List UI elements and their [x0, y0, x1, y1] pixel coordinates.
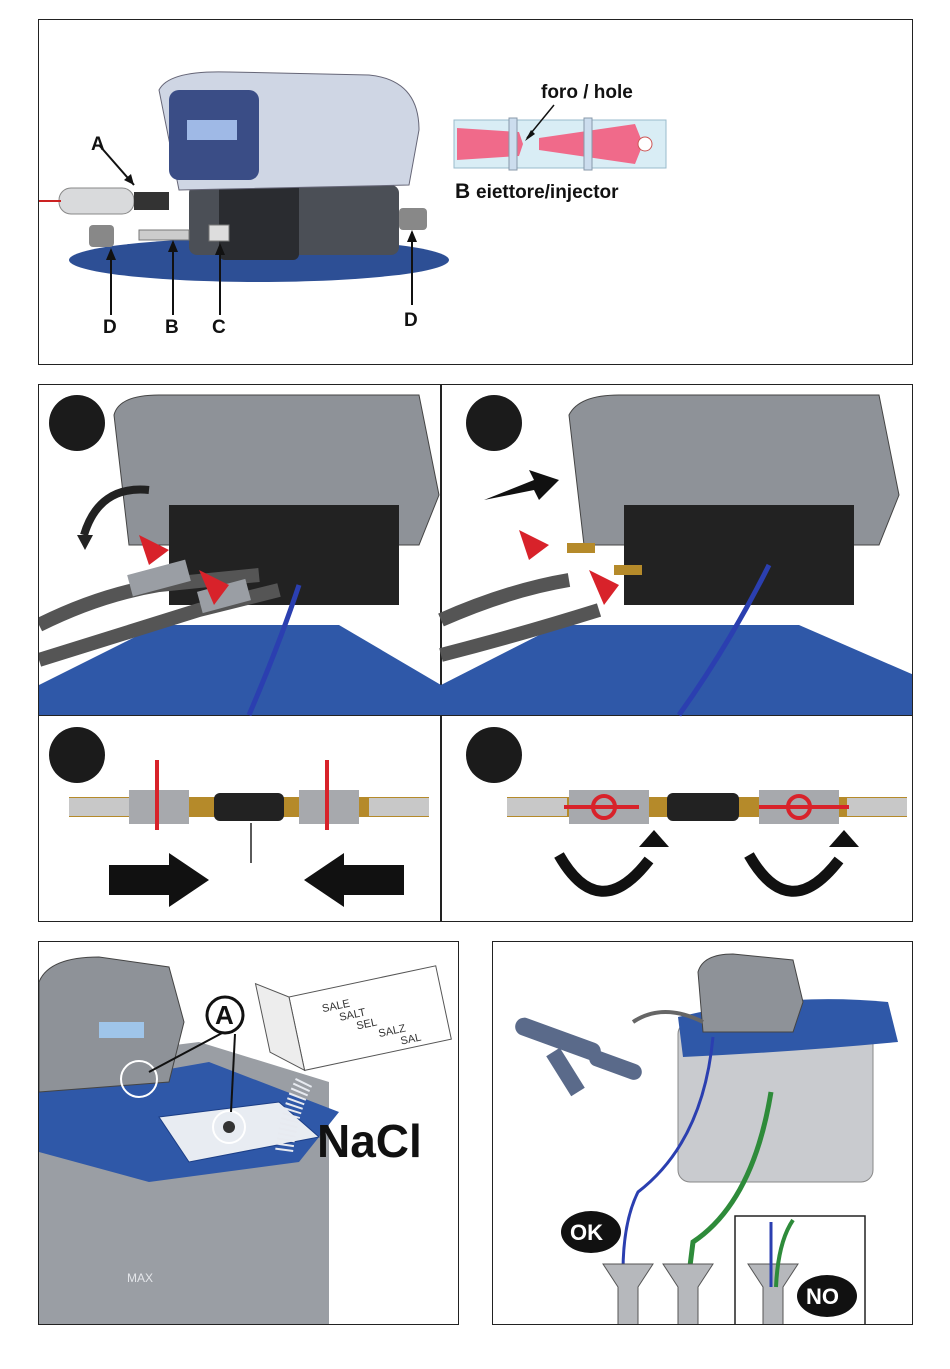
no-label: NO: [806, 1284, 839, 1309]
step-3-connect-bypass: [49, 727, 429, 907]
funnel-2: [663, 1264, 713, 1325]
ok-label: OK: [570, 1220, 603, 1245]
label-a: A: [91, 134, 105, 155]
drain-drawing: OK NO: [493, 942, 913, 1325]
injector-caption: eiettore/injector: [476, 182, 619, 203]
step-2-remove-bypass: [441, 395, 913, 715]
salt-box: SALE SALT SEL SALZ SAL: [255, 946, 451, 1076]
fitting-d-right: [399, 208, 427, 230]
part-c: [209, 225, 229, 241]
injector-letter: B: [455, 180, 470, 203]
step-1-marker: [49, 395, 105, 451]
step-4-open-valves: [466, 727, 907, 891]
label-d-left: D: [103, 317, 117, 338]
hole-label: foro / hole: [541, 82, 633, 103]
salt-fill-panel: A SALE SALT SEL SALZ SAL NaCl MAX: [38, 941, 459, 1325]
fitting-d-left: [89, 225, 114, 247]
label-d-right: D: [404, 310, 418, 331]
injector-detail: [454, 105, 666, 170]
bypass-steps-drawing: [39, 385, 913, 922]
callout-a-label: A: [215, 1000, 234, 1030]
bypass-steps-grid: [38, 384, 913, 922]
valve-exploded-panel: A D B C D foro / hole B eiettore/injecto…: [38, 19, 913, 365]
salt-fill-drawing: A SALE SALT SEL SALZ SAL NaCl MAX: [39, 942, 459, 1325]
funnel-3: [748, 1264, 798, 1325]
step-3-marker: [49, 727, 105, 783]
step-2-marker: [466, 395, 522, 451]
valve-exploded-drawing: A D B C D foro / hole B eiettore/injecto…: [39, 20, 913, 365]
label-b: B: [165, 317, 179, 338]
label-c: C: [212, 317, 226, 338]
funnel-1: [603, 1264, 653, 1325]
max-label: MAX: [127, 1271, 153, 1285]
nacl-label: NaCl: [317, 1115, 422, 1167]
injector-b: [139, 230, 189, 240]
step-1-valve-close: [39, 385, 441, 715]
valve-head: [698, 954, 803, 1032]
drain-panel: OK NO: [492, 941, 913, 1325]
step-4-marker: [466, 727, 522, 783]
